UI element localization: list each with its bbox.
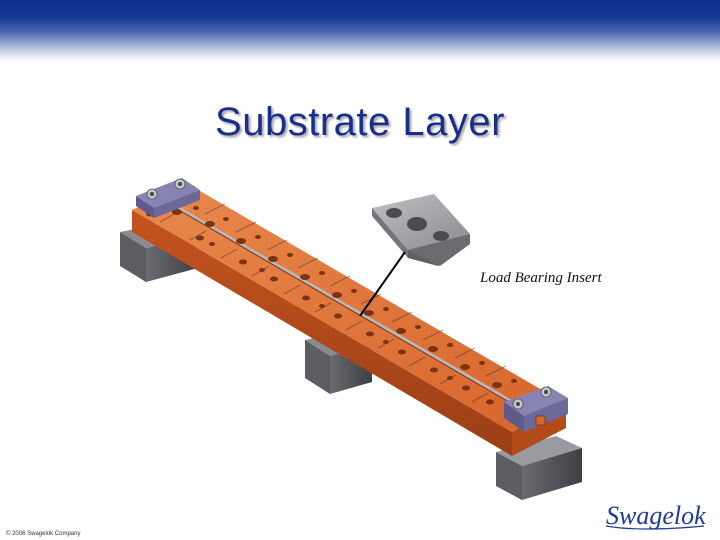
right-end-cap (504, 386, 568, 432)
swagelok-logo: Swagelok (605, 501, 706, 530)
load-bearing-insert-label: Load Bearing Insert (480, 270, 602, 286)
svg-text:Swagelok: Swagelok (606, 501, 706, 530)
substrate-bar (132, 184, 566, 456)
header-band (0, 0, 720, 62)
copyright-notice: © 2006 Swagelok Company (6, 531, 81, 537)
load-bearing-insert (372, 194, 470, 266)
left-end-cap (136, 178, 200, 218)
callout-leader-line (359, 251, 406, 317)
slide-title: Substrate Layer (215, 100, 505, 144)
right-support-block (496, 436, 582, 500)
